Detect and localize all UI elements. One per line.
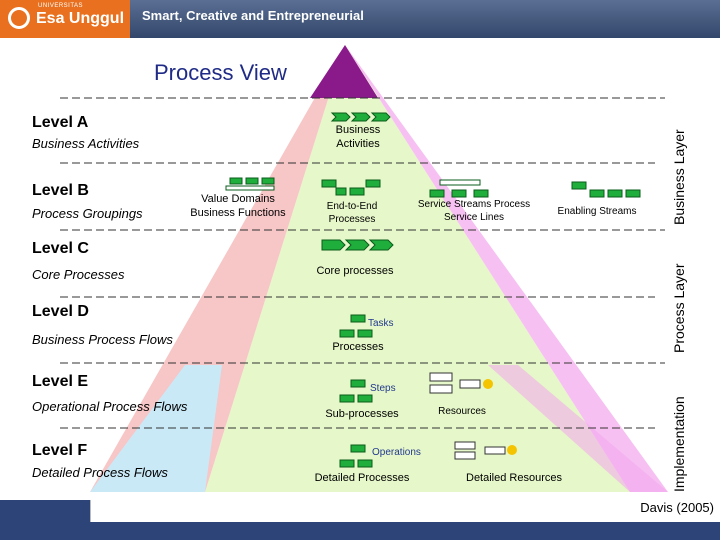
level-f-title: Level F [32, 442, 88, 459]
steps-label: Steps [370, 383, 396, 394]
level-b-title: Level B [32, 182, 89, 199]
level-f-subtitle: Detailed Process Flows [32, 465, 168, 480]
level-a-title: Level A [32, 114, 89, 131]
pyramid-right-face [345, 45, 668, 492]
level-d-subtitle: Business Process Flows [32, 332, 173, 347]
logo: UNIVERSITAS Esa Unggul [0, 0, 130, 38]
tasks-label: Tasks [368, 318, 394, 329]
detailed-resource-icon [484, 446, 506, 455]
level-e-title: Level E [32, 373, 89, 390]
service-streams-label: Service Streams Process Service Lines [417, 199, 531, 223]
resource-markers [483, 379, 517, 455]
business-activities-icon [330, 112, 391, 122]
detailed-resources-label: Detailed Resources [466, 472, 562, 484]
business-activities-label: Business Activities [335, 124, 381, 150]
end-to-end-label: End-to-End Processes [326, 201, 378, 225]
value-domains-icon [225, 177, 275, 191]
level-c-subtitle: Core Processes [32, 267, 125, 282]
detailed-processes-label: Detailed Processes [314, 472, 410, 484]
resource-marker-icon [483, 379, 493, 389]
service-streams-icon [429, 179, 489, 198]
enabling-streams-label: Enabling Streams [557, 206, 637, 217]
operations-label: Operations [372, 447, 421, 458]
core-processes-icon [321, 239, 394, 251]
pyramid-left-face [90, 45, 345, 492]
processes-label: Processes [332, 341, 384, 353]
logo-name: Esa Unggul [36, 10, 125, 27]
logo-ring-icon [8, 7, 30, 29]
resource-icons [429, 372, 506, 460]
logo-university-text: UNIVERSITAS [38, 3, 84, 9]
tagline: Smart, Creative and Entrepreneurial [142, 8, 364, 23]
end-to-end-icon [321, 179, 381, 196]
resource-marker-icon [507, 445, 517, 455]
level-d-title: Level D [32, 303, 89, 320]
resource-icon [429, 384, 453, 394]
page-title: Process View [154, 60, 287, 85]
tasks-icon [339, 314, 373, 338]
level-divider-lines [60, 97, 665, 429]
footer-panel [90, 500, 720, 522]
pyramid-apex [310, 45, 378, 98]
enabling-streams-icon [571, 181, 641, 198]
value-domains-label: Value Domains Business Functions [190, 193, 286, 219]
detailed-resource-icon [454, 441, 476, 450]
sub-processes-label: Sub-processes [325, 408, 399, 420]
resource-icon [459, 379, 481, 389]
core-processes-label: Core processes [316, 265, 394, 277]
process-icons [225, 112, 641, 468]
resources-label: Resources [438, 406, 486, 417]
level-b-subtitle: Process Groupings [32, 206, 143, 221]
level-c-title: Level C [32, 240, 89, 257]
steps-icon [339, 379, 373, 403]
implementation-label: Implementation [671, 396, 687, 492]
footer-bar [0, 500, 720, 540]
operations-icon [339, 444, 373, 468]
level-e-subtitle: Operational Process Flows [32, 399, 188, 414]
source-credit: Davis (2005) [640, 500, 714, 515]
resource-icon [429, 372, 453, 382]
process-layer-label: Process Layer [671, 263, 687, 353]
detailed-resource-icon [454, 451, 476, 460]
level-a-subtitle: Business Activities [32, 136, 140, 151]
business-layer-label: Business Layer [671, 129, 687, 225]
